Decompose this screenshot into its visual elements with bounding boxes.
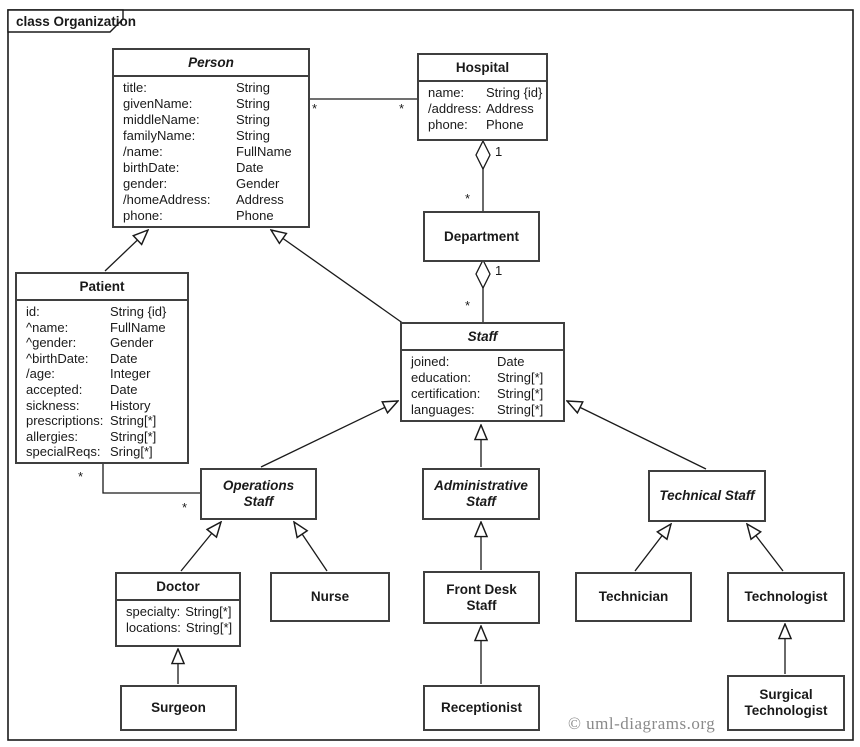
class-hospital: Hospital name:String {id} /address:Addre… xyxy=(417,53,548,141)
class-technical-staff-title: Technical Staff xyxy=(659,488,755,503)
multiplicity-label: * xyxy=(78,469,84,484)
multiplicity-label: 1 xyxy=(495,263,503,278)
class-administrative-staff-title: Administrative Staff xyxy=(434,478,528,509)
class-surgeon: Surgeon xyxy=(120,685,237,731)
class-technologist: Technologist xyxy=(727,572,845,622)
class-department: Department xyxy=(423,211,540,262)
attribute-row: languages:String[*] xyxy=(411,402,544,417)
class-operations-staff: Operations Staff xyxy=(200,468,317,520)
attribute-row: givenName:String xyxy=(123,96,270,111)
class-doctor: Doctor specialty:String[*] locations:Str… xyxy=(115,572,241,647)
multiplicity-label: * xyxy=(312,101,318,116)
class-person-attributes: title:String givenName:String middleName… xyxy=(114,75,308,224)
class-receptionist: Receptionist xyxy=(423,685,540,731)
class-technologist-title: Technologist xyxy=(744,589,828,604)
class-hospital-attributes: name:String {id} /address:Address phone:… xyxy=(419,80,546,133)
class-front-desk-staff: Front Desk Staff xyxy=(423,571,540,624)
association-patient-operations-staff xyxy=(102,463,200,494)
class-surgical-technologist: Surgical Technologist xyxy=(727,675,845,731)
class-staff-title: Staff xyxy=(467,329,498,344)
copyright-text: © uml-diagrams.org xyxy=(568,714,716,733)
generalization-doctor-operations-staff xyxy=(180,522,221,572)
frame-title-tab xyxy=(7,9,124,33)
attribute-row: specialty:String[*] xyxy=(126,604,232,619)
attribute-row: phone:Phone xyxy=(123,208,274,223)
class-department-title: Department xyxy=(443,228,519,244)
attribute-row: /address:Address xyxy=(428,101,534,116)
attribute-row: /name:FullName xyxy=(123,144,292,159)
class-patient-attributes: id:String {id} ^name:FullName ^gender:Ge… xyxy=(17,299,187,460)
generalization-patient-person xyxy=(104,230,148,272)
class-patient-title: Patient xyxy=(79,279,125,294)
class-nurse-title: Nurse xyxy=(310,589,350,604)
attribute-row: allergies:String[*] xyxy=(26,428,157,444)
multiplicity-label: * xyxy=(399,101,405,116)
multiplicity-label: * xyxy=(182,500,188,515)
class-operations-staff-title: Operations Staff xyxy=(222,478,295,509)
class-doctor-attributes: specialty:String[*] locations:String[*] xyxy=(117,599,239,636)
multiplicity-label: * xyxy=(465,298,471,313)
class-person: Person title:String givenName:String mid… xyxy=(112,48,310,228)
attribute-row: phone:Phone xyxy=(428,117,524,132)
aggregation-diamond-department xyxy=(475,258,491,290)
class-doctor-title: Doctor xyxy=(156,579,200,594)
attribute-row: ^name:FullName xyxy=(26,319,166,335)
attribute-row: id:String {id} xyxy=(26,304,167,319)
class-receptionist-title: Receptionist xyxy=(440,700,522,715)
attribute-row: name:String {id} xyxy=(428,85,543,100)
attribute-row: gender:Gender xyxy=(123,176,280,191)
class-surgeon-title: Surgeon xyxy=(151,700,206,715)
attribute-row: accepted:Date xyxy=(26,381,138,397)
generalization-technologist-technical-staff xyxy=(747,524,784,572)
attribute-row: certification:String[*] xyxy=(411,386,544,401)
attribute-row: sickness:History xyxy=(26,397,151,413)
attribute-row: title:String xyxy=(123,80,270,95)
attribute-row: ^gender:Gender xyxy=(26,335,154,351)
generalization-technician-technical-staff xyxy=(634,524,671,572)
class-technician-title: Technician xyxy=(598,589,669,604)
attribute-row: /homeAddress:Address xyxy=(123,192,284,207)
multiplicity-label: 1 xyxy=(495,144,503,159)
class-technician: Technician xyxy=(575,572,692,622)
class-staff-attributes: joined:Date education:String[*] certific… xyxy=(402,349,563,418)
frame-border xyxy=(7,9,854,741)
attribute-row: joined:Date xyxy=(411,354,525,369)
multiplicity-label: * xyxy=(465,191,471,206)
class-technical-staff: Technical Staff xyxy=(648,470,766,522)
generalization-nurse-operations-staff xyxy=(294,522,328,572)
attribute-row: /age:Integer xyxy=(26,366,151,382)
attribute-row: familyName:String xyxy=(123,128,270,143)
class-surgical-technologist-title: Surgical Technologist xyxy=(744,687,828,718)
attribute-row: ^birthDate:Date xyxy=(26,350,138,366)
attribute-row: middleName:String xyxy=(123,112,270,127)
class-front-desk-staff-title: Front Desk Staff xyxy=(446,581,517,613)
class-staff: Staff joined:Date education:String[*] ce… xyxy=(400,322,565,422)
frame-title: class Organization xyxy=(16,14,137,29)
class-person-title: Person xyxy=(188,55,234,70)
aggregation-diamond-hospital xyxy=(475,139,491,171)
class-administrative-staff: Administrative Staff xyxy=(422,468,540,520)
attribute-row: birthDate:Date xyxy=(123,160,264,175)
attribute-row: prescriptions:String[*] xyxy=(26,413,157,429)
class-patient: Patient id:String {id} ^name:FullName ^g… xyxy=(15,272,189,464)
generalization-technical-staff-staff xyxy=(567,401,707,470)
class-hospital-title: Hospital xyxy=(455,60,510,75)
class-nurse: Nurse xyxy=(270,572,390,622)
attribute-row: education:String[*] xyxy=(411,370,544,385)
generalization-operations-staff-staff xyxy=(260,401,398,468)
attribute-row: specialReqs:Sring[*] xyxy=(26,444,153,460)
attribute-row: locations:String[*] xyxy=(126,620,233,635)
generalization-staff-person xyxy=(271,230,405,325)
